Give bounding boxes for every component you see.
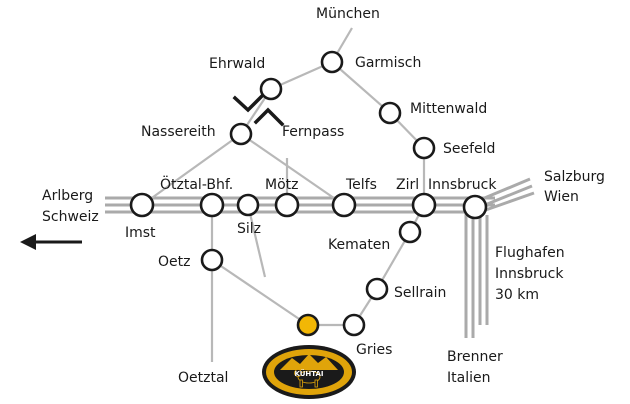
- label-flughafen: Flughafen: [495, 245, 565, 261]
- road-nassereith-imst: [141, 133, 242, 206]
- label-oetztal: Oetztal: [178, 370, 228, 386]
- label-distance: 30 km: [495, 287, 539, 303]
- stop-oetztal-bhf: [199, 192, 225, 218]
- road-garmisch-mittenwald: [331, 61, 391, 114]
- label-oetztal-bhf: Ötztal-Bhf.: [160, 175, 233, 193]
- label-flughafen-city: Innsbruck: [495, 266, 564, 282]
- stop-telfs: [331, 192, 357, 218]
- stop-gries: [342, 313, 366, 337]
- road-nassereith-telfs: [240, 133, 345, 206]
- stop-ehrwald: [259, 77, 283, 101]
- stop-nassereith: [229, 122, 253, 146]
- stop-zirl: [411, 192, 437, 218]
- label-italien: Italien: [447, 370, 490, 386]
- stop-kuehtai-destination: [296, 313, 320, 337]
- label-schweiz: Schweiz: [42, 209, 99, 225]
- label-imst: Imst: [125, 225, 156, 241]
- label-seefeld: Seefeld: [443, 141, 495, 157]
- stop-sellrain: [365, 277, 389, 301]
- stop-imst: [129, 192, 155, 218]
- stop-innsbruck: [462, 194, 488, 220]
- stop-moetz: [274, 192, 300, 218]
- road-salzburg-1: [474, 177, 531, 204]
- label-telfs: Telfs: [345, 177, 377, 193]
- label-arlberg: Arlberg: [42, 188, 93, 204]
- road-oetz-kuehtai: [211, 259, 309, 326]
- kuehtai-logo: KÜHTAI: [262, 345, 356, 399]
- logo-text: KÜHTAI: [294, 369, 323, 378]
- label-sellrain: Sellrain: [394, 285, 446, 301]
- stop-mittenwald: [378, 101, 402, 125]
- label-salzburg: Salzburg: [544, 169, 605, 185]
- labels: München Garmisch Ehrwald Mittenwald Nass…: [42, 6, 605, 386]
- stop-oetz: [200, 248, 224, 272]
- stops: [129, 50, 488, 337]
- label-brenner: Brenner: [447, 349, 503, 365]
- label-silz: Silz: [237, 221, 261, 237]
- road-silz-kuehtai: [246, 204, 267, 278]
- label-gries: Gries: [356, 342, 392, 358]
- label-nassereith: Nassereith: [141, 124, 216, 140]
- road-network: [105, 27, 535, 362]
- cow-icon: [294, 369, 321, 388]
- pass-symbol-icon: [232, 93, 285, 127]
- label-wien: Wien: [544, 189, 579, 205]
- label-innsbruck: Innsbruck: [428, 177, 497, 193]
- stop-silz: [236, 193, 260, 217]
- stop-kematen: [398, 220, 422, 244]
- label-kematen: Kematen: [328, 237, 390, 253]
- label-mittenwald: Mittenwald: [410, 101, 487, 117]
- label-fernpass: Fernpass: [282, 124, 344, 140]
- stop-seefeld: [412, 136, 436, 160]
- label-zirl: Zirl: [396, 177, 419, 193]
- road-salzburg-3: [479, 191, 535, 214]
- label-garmisch: Garmisch: [355, 55, 421, 71]
- label-muenchen: München: [316, 6, 380, 22]
- label-ehrwald: Ehrwald: [209, 56, 265, 72]
- arrow-left-icon: [20, 234, 82, 250]
- label-moetz: Mötz: [265, 177, 298, 193]
- stop-garmisch: [320, 50, 344, 74]
- label-oetz: Oetz: [158, 254, 190, 270]
